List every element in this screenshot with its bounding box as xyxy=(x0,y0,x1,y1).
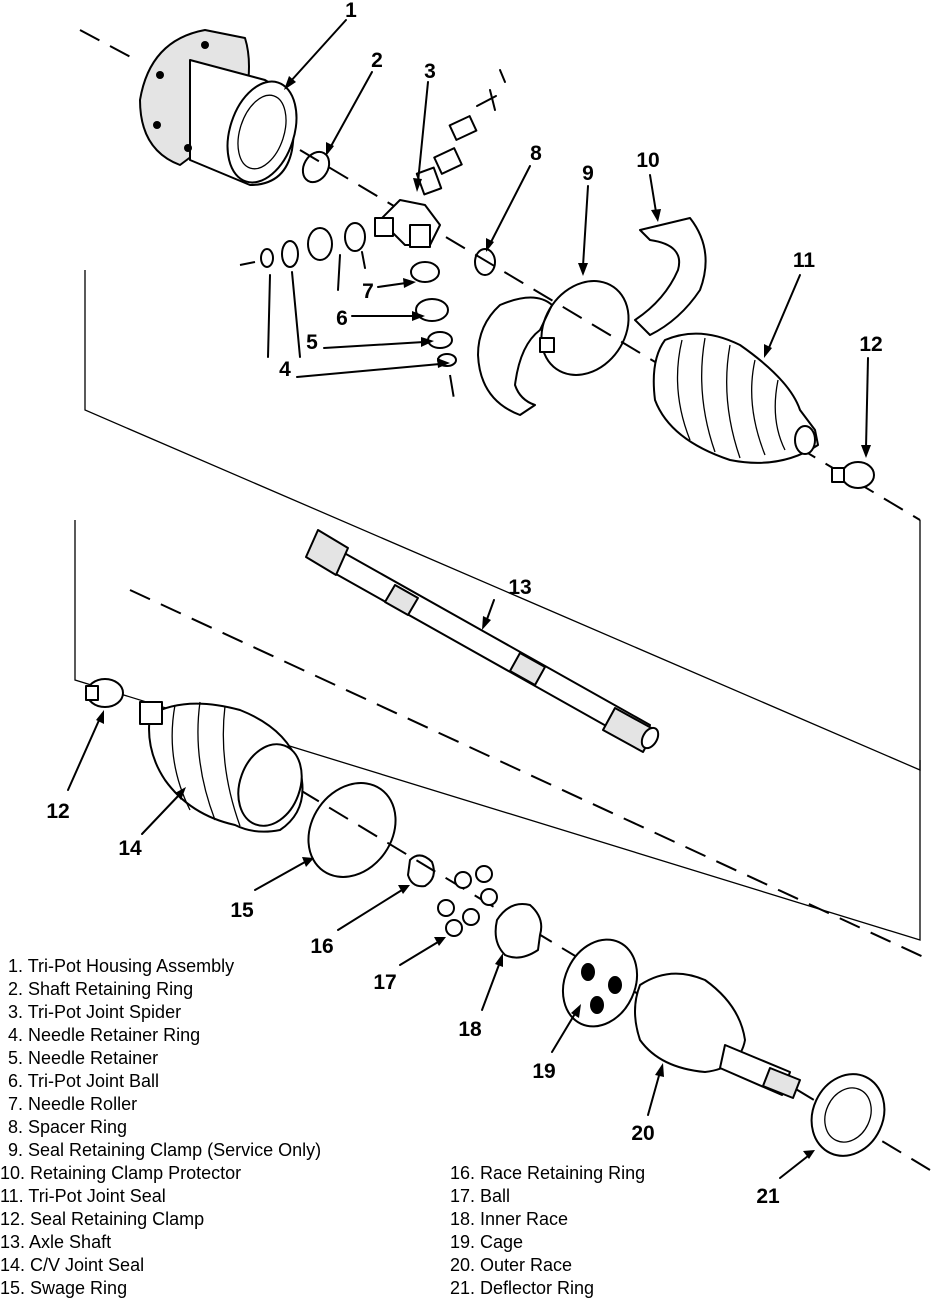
retainer-stack-drawing xyxy=(260,222,457,367)
legend-item: 18. Inner Race xyxy=(450,1209,568,1229)
callout-16: 16 xyxy=(310,935,333,958)
callout-21: 21 xyxy=(756,1185,780,1208)
callout-11: 11 xyxy=(793,249,816,272)
legend-item: 10. Retaining Clamp Protector xyxy=(0,1163,241,1183)
legend-item: 17. Ball xyxy=(450,1186,510,1206)
callout-9: 9 xyxy=(582,162,594,185)
seal-retaining-clamp-upper-drawing xyxy=(831,461,875,489)
callout-5: 5 xyxy=(306,331,318,354)
callout-13: 13 xyxy=(508,576,531,599)
legend-item: 11. Tri-Pot Joint Seal xyxy=(0,1186,166,1206)
seal-retaining-clamp-lower-drawing xyxy=(85,678,124,708)
outer-race-drawing xyxy=(634,972,801,1099)
tripot-spider-drawing xyxy=(374,69,506,248)
swage-ring-drawing xyxy=(307,782,397,878)
legend-item: 14. C/V Joint Seal xyxy=(0,1255,144,1275)
callout-12-lower: 12 xyxy=(46,800,69,823)
callout-10: 10 xyxy=(636,149,659,172)
clamp-protector-lower-drawing xyxy=(477,296,553,416)
legend-item: 21. Deflector Ring xyxy=(450,1278,594,1298)
legend-item: 2. Shaft Retaining Ring xyxy=(8,979,193,999)
leader-lines xyxy=(67,19,871,1179)
shaft-retaining-ring-drawing xyxy=(301,150,331,184)
race-retaining-ring-drawing xyxy=(407,854,435,888)
legend-item: 6. Tri-Pot Joint Ball xyxy=(8,1071,159,1091)
legend-item: 19. Cage xyxy=(450,1232,523,1252)
callout-2: 2 xyxy=(371,49,383,72)
spacer-ring-drawing xyxy=(474,248,496,276)
callout-15: 15 xyxy=(230,899,254,922)
balls-drawing xyxy=(437,865,498,937)
callout-4: 4 xyxy=(279,358,291,381)
callout-7: 7 xyxy=(362,280,374,303)
legend-item: 3. Tri-Pot Joint Spider xyxy=(8,1002,181,1022)
callout-3: 3 xyxy=(424,60,436,83)
deflector-ring-drawing xyxy=(810,1073,886,1157)
legend-item: 20. Outer Race xyxy=(450,1255,572,1275)
callout-1: 1 xyxy=(345,0,357,22)
callout-8: 8 xyxy=(530,142,542,165)
callouts: 1 2 3 4 5 6 7 8 9 10 11 12 13 12 14 15 1… xyxy=(46,0,882,1208)
legend-item: 5. Needle Retainer xyxy=(8,1048,158,1068)
seal-clamp-buckle xyxy=(539,337,555,353)
legend-item: 12. Seal Retaining Clamp xyxy=(0,1209,204,1229)
section-frames xyxy=(74,270,921,941)
legend-item: 7. Needle Roller xyxy=(8,1094,137,1114)
callout-12-upper: 12 xyxy=(859,333,882,356)
cv-joint-seal-drawing xyxy=(139,701,304,833)
callout-6: 6 xyxy=(336,307,348,330)
parts-legend: 1. Tri-Pot Housing Assembly 2. Shaft Ret… xyxy=(0,956,645,1298)
legend-item: 4. Needle Retainer Ring xyxy=(8,1025,200,1045)
callout-20: 20 xyxy=(631,1122,654,1145)
retaining-clamp-protector-drawing xyxy=(634,217,707,336)
callout-19: 19 xyxy=(532,1060,555,1083)
callout-14: 14 xyxy=(118,837,142,860)
cage-drawing xyxy=(562,938,638,1028)
axle-shaft-drawing xyxy=(305,529,660,753)
legend-item: 13. Axle Shaft xyxy=(0,1232,111,1252)
legend-item: 1. Tri-Pot Housing Assembly xyxy=(8,956,234,976)
legend-item: 8. Spacer Ring xyxy=(8,1117,127,1137)
legend-item: 16. Race Retaining Ring xyxy=(450,1163,645,1183)
legend-item: 15. Swage Ring xyxy=(0,1278,127,1298)
legend-item: 9. Seal Retaining Clamp (Service Only) xyxy=(8,1140,321,1160)
centerlines xyxy=(79,29,931,1171)
callout-18: 18 xyxy=(458,1018,482,1041)
callout-17: 17 xyxy=(373,971,396,994)
tripot-housing-drawing xyxy=(139,29,298,186)
inner-race-drawing xyxy=(494,903,543,959)
seal-retaining-clamp-drawing xyxy=(540,280,630,376)
tripot-joint-seal-drawing xyxy=(652,332,819,464)
